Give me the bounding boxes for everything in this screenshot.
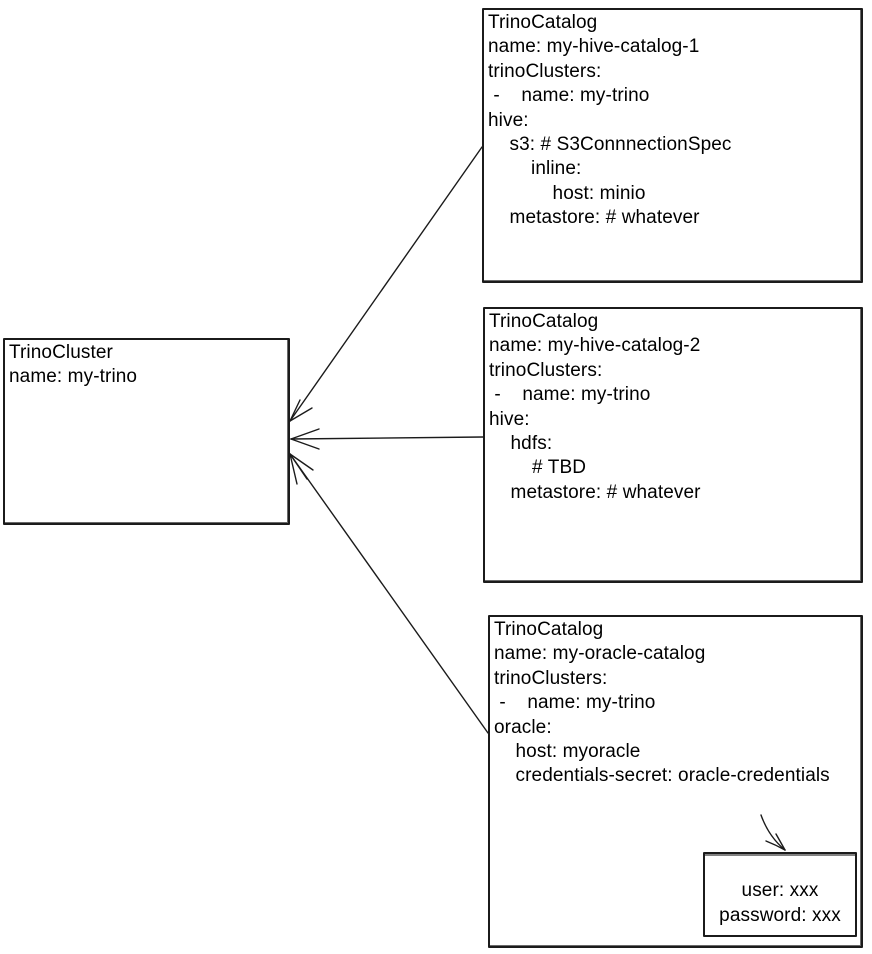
yaml-line: inline: [488, 158, 582, 180]
yaml-line: host: minio [488, 182, 646, 204]
yaml-line: TrinoCluster [9, 342, 113, 363]
yaml-line: hive: [489, 408, 530, 430]
arrow-catalog1-to-cluster [289, 146, 483, 422]
yaml-line: trinoClusters: [489, 359, 603, 381]
arrow-catalog3-to-cluster [289, 453, 489, 734]
yaml-line: oracle: [494, 716, 552, 738]
yaml-line: name: my-trino [9, 366, 138, 388]
yaml-line: name: my-hive-catalog-1 [488, 36, 700, 58]
yaml-line: TrinoCatalog [494, 619, 604, 640]
yaml-line: user: xxx [741, 880, 819, 902]
yaml-line: - name: my-trino [494, 692, 656, 714]
trino-catalog-2-node: TrinoCatalog name: my-hive-catalog-2 tri… [483, 307, 863, 583]
yaml-line: trinoClusters: [494, 667, 608, 689]
yaml-line: TrinoCatalog [489, 311, 599, 332]
yaml-line: metastore: # whatever [489, 481, 701, 503]
credentials-secret-node: user: xxx password: xxx [703, 852, 857, 937]
yaml-line: - name: my-trino [488, 85, 650, 107]
yaml-line: metastore: # whatever [488, 207, 700, 229]
trino-cluster-node: TrinoCluster name: my-trino [3, 338, 290, 525]
yaml-line: - name: my-trino [489, 384, 651, 406]
arrow-catalog2-to-cluster [290, 428, 484, 450]
yaml-line: s3: # S3ConnnectionSpec [488, 134, 732, 156]
yaml-line: trinoClusters: [488, 60, 602, 82]
yaml-line: credentials-secret: oracle-credentials [494, 765, 830, 787]
yaml-line: # TBD [489, 457, 587, 479]
trino-catalog-oracle-node: TrinoCatalog name: my-oracle-catalog tri… [488, 615, 863, 948]
yaml-line: password: xxx [719, 904, 841, 926]
yaml-line: hdfs: [489, 433, 553, 455]
trino-catalog-1-node: TrinoCatalog name: my-hive-catalog-1 tri… [482, 8, 863, 283]
yaml-line: hive: [488, 109, 529, 131]
yaml-line: TrinoCatalog [488, 12, 598, 33]
yaml-line: name: my-hive-catalog-2 [489, 335, 701, 357]
yaml-line: name: my-oracle-catalog [494, 643, 706, 665]
yaml-line: host: myoracle [494, 741, 641, 763]
